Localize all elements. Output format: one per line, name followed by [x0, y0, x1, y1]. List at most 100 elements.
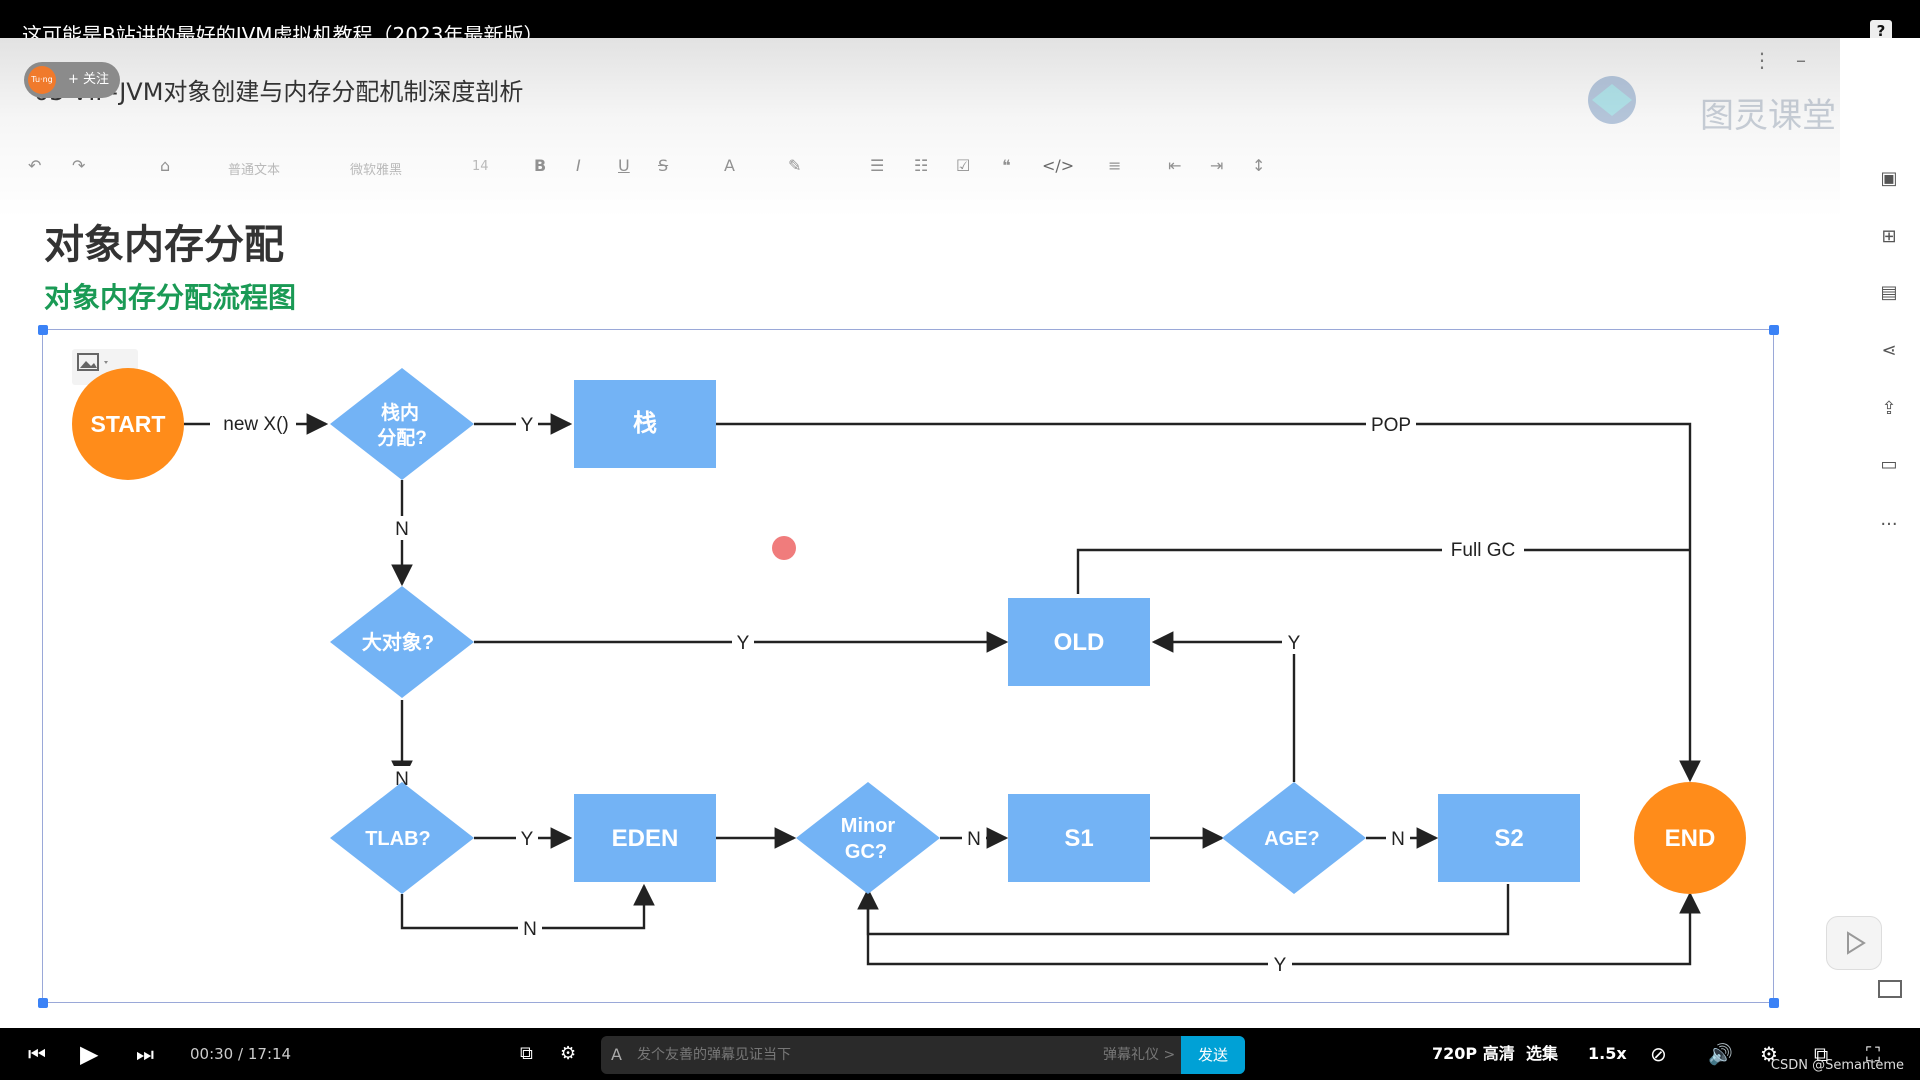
video-title-bar: 这可能是B站讲的最好的JVM虚拟机教程（2023年最新版） ?	[0, 0, 1920, 47]
minimize-icon[interactable]: –	[1796, 48, 1806, 72]
volume-icon[interactable]: 🔊	[1708, 1042, 1733, 1066]
format-painter-icon[interactable]: ⌂	[160, 156, 171, 175]
quality-select[interactable]: 720P 高清	[1432, 1044, 1515, 1063]
subtitle-off-icon[interactable]: ⊘	[1650, 1042, 1667, 1066]
indent-increase-icon[interactable]: ⇥	[1210, 156, 1224, 175]
credit-watermark: CSDN @Semanteme	[1770, 1058, 1904, 1073]
watermark-logo: 图灵课堂	[1570, 70, 1870, 140]
danmaku-input[interactable]: 发个友善的弹幕见证当下	[637, 1047, 791, 1063]
image-selection-frame[interactable]	[42, 329, 1774, 1003]
font-family-select[interactable]: 微软雅黑	[350, 163, 403, 178]
node-big-q	[330, 586, 474, 698]
font-size-select[interactable]: 14	[472, 159, 489, 174]
text-style-select[interactable]: 普通文本	[228, 163, 281, 178]
node-age-q-label: AGE?	[1264, 828, 1320, 850]
label-n: N	[967, 829, 981, 850]
label-n: N	[395, 519, 409, 540]
episodes-button[interactable]: 选集	[1526, 1044, 1559, 1063]
video-frame[interactable]: 03-VIP-JVM对象创建与内存分配机制深度剖析 Tu·ng + 关注 图灵课…	[0, 38, 1920, 1028]
resize-handle[interactable]	[38, 998, 48, 1008]
export-icon[interactable]: ⇪	[1881, 398, 1897, 419]
picture-in-picture-icon[interactable]: ⧉	[1814, 1042, 1829, 1066]
bold-icon[interactable]: B	[534, 156, 547, 175]
document-header: 03-VIP-JVM对象创建与内存分配机制深度剖析 Tu·ng + 关注 图灵课…	[0, 38, 1913, 218]
italic-icon[interactable]: I	[576, 156, 581, 175]
node-eden	[574, 794, 716, 882]
resize-handle[interactable]	[38, 325, 48, 335]
time-current: 00:30	[190, 1045, 234, 1063]
node-big-q-label: 大对象?	[362, 630, 434, 654]
node-s1-label: S1	[1064, 825, 1093, 852]
bullet-list-icon[interactable]: ☰	[870, 156, 885, 175]
resize-handle[interactable]	[1769, 998, 1779, 1008]
node-stack-label: 栈	[633, 410, 657, 437]
font-color-icon[interactable]: A	[724, 156, 735, 175]
node-minor-q-label: GC?	[845, 841, 887, 863]
code-icon[interactable]: </>	[1042, 156, 1075, 175]
align-icon[interactable]: ≡	[1108, 156, 1122, 175]
ai-assistant-icon[interactable]: ▣	[1880, 168, 1898, 189]
uploader-avatar: Tu·ng	[28, 66, 56, 94]
node-age-q	[1222, 782, 1366, 894]
more-icon[interactable]: ···	[1880, 514, 1898, 535]
strikethrough-icon[interactable]: S	[658, 156, 669, 175]
mini-window-icon[interactable]	[1878, 980, 1902, 998]
comment-icon[interactable]: ▭	[1880, 454, 1898, 475]
indent-decrease-icon[interactable]: ⇤	[1168, 156, 1182, 175]
player-controls: ⏮ ▶ ⏭ 00:30 / 17:14 ⧉ ⚙ A 发个友善的弹幕见证当下 弹幕…	[0, 1028, 1920, 1080]
danmaku-etiquette-link[interactable]: 弹幕礼仪 >	[1103, 1047, 1176, 1063]
underline-icon[interactable]: U	[618, 156, 630, 175]
node-end-label: END	[1665, 825, 1716, 852]
label-n: N	[523, 919, 537, 940]
danmaku-settings-icon[interactable]: ⚙	[560, 1043, 577, 1064]
node-s2-label: S2	[1494, 825, 1523, 852]
node-stack-q-label: 栈内	[381, 401, 419, 424]
speed-select[interactable]: 1.5x	[1588, 1044, 1627, 1063]
help-icon[interactable]: ?	[1870, 20, 1892, 42]
node-old-label: OLD	[1054, 629, 1105, 656]
node-minor-q-label: Minor	[841, 815, 896, 837]
play-icon[interactable]: ▶	[80, 1040, 99, 1068]
mouse-cursor	[772, 536, 796, 560]
next-icon[interactable]: ⏭	[136, 1042, 154, 1066]
node-eden-label: EDEN	[612, 825, 679, 852]
section-subheading: 对象内存分配流程图	[44, 281, 297, 314]
numbered-list-icon[interactable]: ☷	[914, 156, 929, 175]
node-minor-q	[796, 782, 940, 894]
allocation-flowchart: new X() Y POP Full GC N Y Y N Y N N N Y	[72, 368, 1746, 976]
checklist-icon[interactable]: ☑	[956, 156, 971, 175]
edge-old-fullgc	[1076, 548, 1690, 594]
quote-icon[interactable]: ❝	[1002, 156, 1011, 175]
edge-ageq-old	[1151, 631, 1296, 782]
share-icon[interactable]: ⋖	[1881, 340, 1897, 361]
send-button[interactable]: 发送	[1181, 1036, 1245, 1074]
uploader-follow-button[interactable]: Tu·ng + 关注	[24, 62, 120, 98]
previous-icon[interactable]: ⏮	[28, 1042, 46, 1066]
label-y: Y	[521, 415, 534, 436]
follow-label: + 关注	[68, 72, 110, 87]
node-s1	[1008, 794, 1150, 882]
fullscreen-icon[interactable]: ⛶	[1866, 1042, 1880, 1066]
danmaku-toggle-icon[interactable]: ⧉	[520, 1043, 533, 1064]
label-pop: POP	[1371, 415, 1411, 436]
line-height-icon[interactable]: ↕	[1252, 156, 1266, 175]
outline-icon[interactable]: ▤	[1880, 282, 1898, 303]
editor-right-rail: ▣ ⊞ ▤ ⋖ ⇪ ▭ ···	[1840, 38, 1920, 1028]
watermark-text: 图灵课堂	[1700, 96, 1836, 136]
danmaku-style-icon[interactable]: A	[611, 1045, 622, 1064]
more-vertical-icon[interactable]: ⋮	[1752, 48, 1772, 72]
node-end	[1634, 782, 1746, 894]
label-y: Y	[521, 829, 534, 850]
time-display: 00:30 / 17:14	[190, 1028, 291, 1080]
highlight-icon[interactable]: ✎	[788, 156, 802, 175]
resize-handle[interactable]	[1769, 325, 1779, 335]
edge-stack-end	[716, 422, 1701, 783]
node-start-label: START	[91, 411, 166, 437]
danmaku-input-box[interactable]: A 发个友善的弹幕见证当下 弹幕礼仪 > 发送	[601, 1036, 1245, 1074]
settings-icon[interactable]: ⚙	[1760, 1042, 1778, 1066]
floating-play-button[interactable]	[1826, 916, 1882, 970]
node-old	[1008, 598, 1150, 686]
undo-icon[interactable]: ↶	[28, 156, 42, 175]
add-block-icon[interactable]: ⊞	[1881, 226, 1897, 247]
redo-icon[interactable]: ↷	[72, 156, 86, 175]
